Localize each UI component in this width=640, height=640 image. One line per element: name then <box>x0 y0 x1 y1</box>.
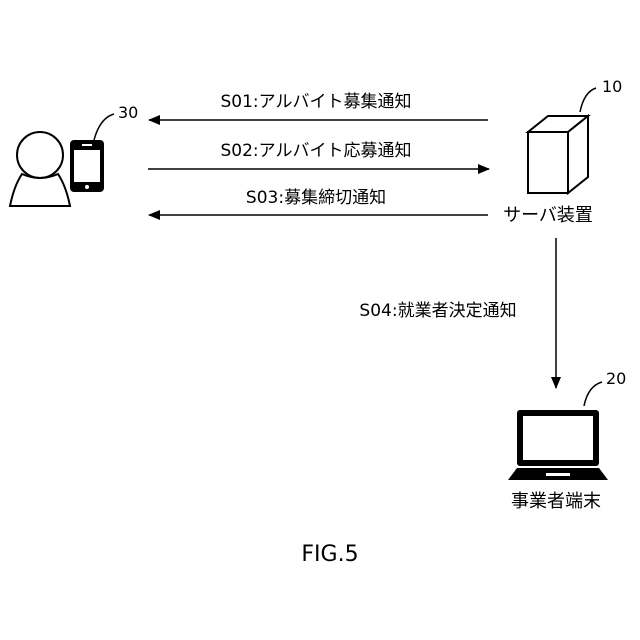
server-ref-leader <box>580 88 596 112</box>
server-icon <box>528 116 588 193</box>
user-ref-leader <box>94 114 114 140</box>
message-s03-label: S03:募集締切通知 <box>246 188 386 208</box>
terminal-ref-leader <box>584 382 602 406</box>
message-s02-label: S02:アルバイト応募通知 <box>221 141 412 161</box>
smartphone-icon <box>70 140 104 192</box>
laptop-icon <box>508 410 608 480</box>
figure-label: FIG.5 <box>301 542 358 567</box>
server-ref-number: 10 <box>602 77 622 96</box>
message-s01-label: S01:アルバイト募集通知 <box>221 92 412 112</box>
user-icon <box>10 132 70 206</box>
terminal-ref-number: 20 <box>606 369 626 388</box>
terminal-label: 事業者端末 <box>511 491 601 512</box>
server-label: サーバ装置 <box>503 205 593 226</box>
message-s04-label: S04:就業者決定通知 <box>359 301 516 321</box>
user-ref-number: 30 <box>118 103 138 122</box>
